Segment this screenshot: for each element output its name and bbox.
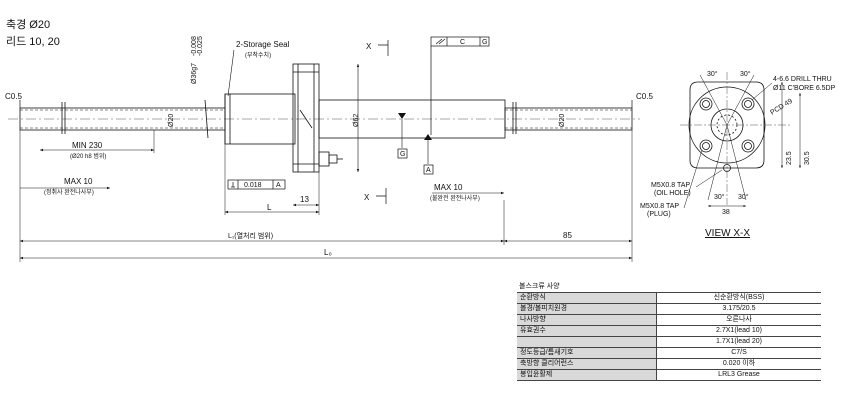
section-arrow-top — [378, 40, 389, 56]
datum-triangle-G — [398, 113, 406, 119]
chamfer-left-label: C0.5 — [5, 92, 22, 101]
tolerance-lower: -0.025 — [197, 36, 204, 56]
spec-key: 봉입윤활제 — [517, 369, 657, 381]
tap-plug-line2: (PLUG) — [647, 211, 671, 218]
dim-38-label: 38 — [722, 209, 730, 216]
storage-seal-label: 2-Storage Seal — [236, 40, 290, 49]
spec-value: 2.7X1(lead 10) — [656, 325, 821, 337]
spec-value: 오른나사 — [656, 314, 821, 326]
chamfer-right-label: C0.5 — [636, 92, 653, 101]
storage-seal-sub: (부착수치) — [245, 51, 271, 59]
geo-tol-G: G — [482, 39, 487, 46]
geo-tol-C: C — [460, 39, 465, 46]
pcd-label: PCD 49 — [769, 98, 794, 117]
tap-oil-line1: M5X0.8 TAP — [651, 182, 690, 189]
spec-table-caption: 볼스크류 사양 — [519, 283, 560, 290]
min-230-label: MIN 230 — [72, 141, 103, 150]
datum-A-label: A — [426, 167, 431, 174]
spec-key: 순환방식 — [517, 292, 657, 304]
dim-13-label: 13 — [300, 195, 309, 204]
diameter-20-left-label: Ø20 — [168, 114, 175, 127]
spec-value: 1.7X1(lead 20) — [656, 336, 821, 348]
datum-box-G — [397, 148, 408, 159]
diameter-36-label: Ø36g7 — [191, 63, 198, 84]
max-10-right-sub: (불완전 완전나사부) — [430, 194, 480, 202]
tap-plug-line1: M5X0.8 TAP — [640, 203, 679, 210]
max-10-left-label: MAX 10 — [64, 177, 93, 186]
ball-nut-flange — [292, 63, 320, 173]
lead-label: 리드 10, 20 — [6, 36, 60, 48]
spec-value: LRL3 Grease — [656, 369, 821, 381]
spec-value: 0.020 이하 — [656, 358, 821, 370]
view-xx-title: VIEW X-X — [705, 228, 750, 239]
view-xx-section — [680, 72, 790, 205]
datum-G-label: G — [400, 151, 405, 158]
section-x-top: X — [366, 42, 372, 51]
datum-box-A — [423, 164, 434, 175]
storage-seal-leader — [227, 49, 235, 97]
spec-key: 축방향 클리어런스 — [517, 358, 657, 370]
max-10-left-sub: (정취사 완전나사부) — [44, 188, 94, 196]
dim-L-label: L — [267, 203, 272, 212]
table-row: 1.7X1(lead 20) — [517, 336, 821, 348]
dim-30-5-label: 30.5 — [804, 151, 811, 165]
spec-value: 3.175/20.5 — [656, 303, 821, 315]
section-arrow-bottom — [376, 188, 387, 204]
dim-85-label: 85 — [563, 231, 572, 240]
dim-23-5-label: 23.5 — [786, 151, 793, 165]
diameter-62-label: Ø62 — [353, 114, 360, 127]
view-angle-top-left: 30° — [707, 70, 718, 78]
min-230-sub: (Ø20 h8 범위) — [70, 152, 106, 160]
tolerance-upper: -0.008 — [191, 36, 198, 56]
spec-value: 신순환방식(BSS) — [656, 292, 821, 304]
spec-key: 정도등급/틈새기호 — [517, 347, 657, 359]
geometric-tolerance-frame — [430, 36, 490, 135]
max-10-right-label: MAX 10 — [434, 183, 463, 192]
drill-note-line1: 4-6.6 DRILL THRU — [773, 76, 832, 83]
drill-note-line2: Ø11 C'BORE 6.5DP — [773, 85, 836, 92]
shaft-diameter-label: 축경 Ø20 — [6, 19, 51, 31]
dim-L0-label: L₀ — [324, 248, 332, 257]
tap-oil-line2: (OIL HOLE) — [654, 190, 691, 197]
view-angle-bottom-right: 30° — [738, 193, 749, 201]
runout-datum-ref: A — [276, 182, 281, 189]
diameter-20-right-label: Ø20 — [559, 114, 566, 127]
datum-triangle-A — [424, 134, 432, 140]
spec-key: 나사방향 — [517, 314, 657, 326]
runout-tolerance-value: 0.018 — [244, 182, 262, 189]
dim-L1-label: L₁(열처리 범위) — [228, 231, 273, 240]
runout-tolerance-frame — [227, 179, 286, 190]
spec-key: 볼경/볼피치원경 — [517, 303, 657, 315]
section-x-bottom: X — [364, 193, 370, 202]
spec-key — [517, 336, 657, 348]
screw-shaft — [19, 93, 633, 145]
view-angle-top-right: 30° — [740, 70, 751, 78]
oil-nipple-icon — [318, 151, 343, 167]
spec-value: C7/S — [656, 347, 821, 359]
view-angle-bottom-left: 30° — [714, 193, 725, 201]
spec-key: 유효권수 — [517, 325, 657, 337]
